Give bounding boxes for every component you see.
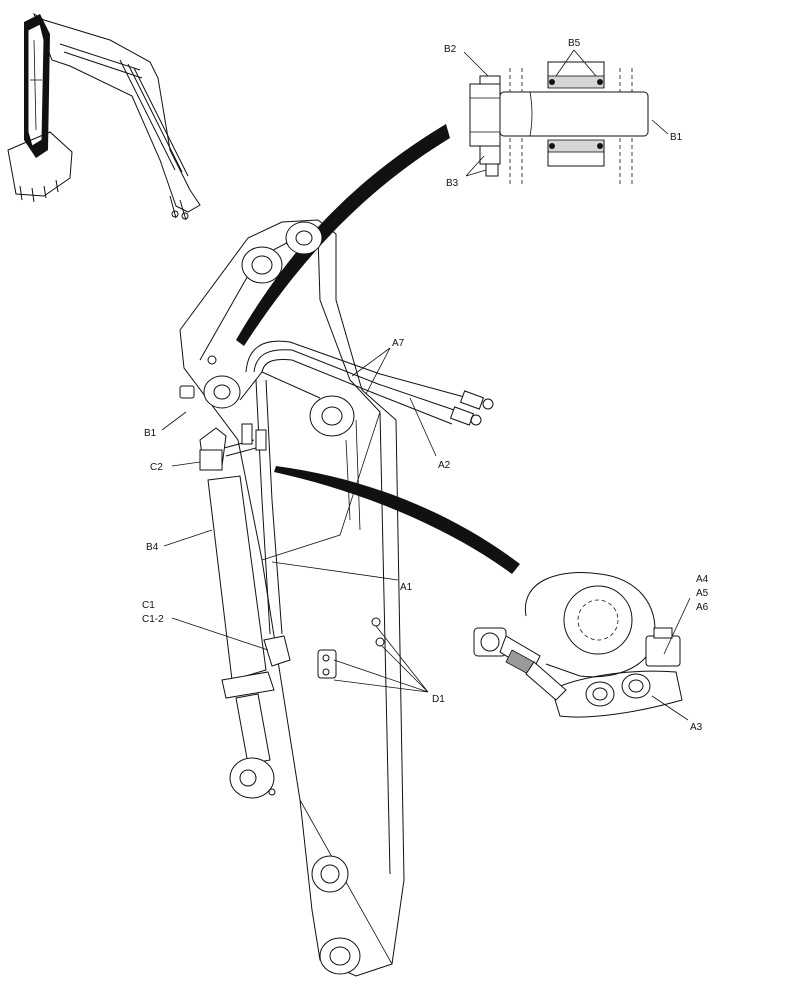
hydraulic-lines [179,340,494,635]
label-b4: B4 [146,542,159,553]
label-a1: A1 [400,582,413,593]
label-b2: B2 [444,44,457,55]
pin-detail-view [469,61,649,185]
label-b1-left: B1 [144,428,157,439]
label-a6: A6 [696,602,709,613]
excavator-arm-thumbnail [7,12,201,221]
hydraulic-cylinder [199,427,291,799]
label-a3: A3 [690,722,703,733]
label-b5: B5 [568,38,581,49]
label-a7: A7 [392,338,405,349]
detail-callout-wedge-top [236,124,450,346]
detail-callout-wedge-bottom [274,466,520,574]
label-b3: B3 [446,178,459,189]
leader-lines [161,49,691,721]
label-d1: D1 [432,694,445,705]
label-b1-top: B1 [670,132,683,143]
part-labels: B2 B5 B1 B3 A7 A2 B1 C2 B4 A1 C1 C1-2 D1… [142,38,709,733]
label-c2: C2 [150,462,163,473]
label-a4: A4 [696,574,709,585]
label-c1: C1 [142,600,155,611]
label-a2: A2 [438,460,451,471]
label-a5: A5 [696,588,709,599]
dipper-arm [179,219,405,977]
label-c1-2: C1-2 [142,614,164,625]
fitting-detail-view [473,572,683,718]
